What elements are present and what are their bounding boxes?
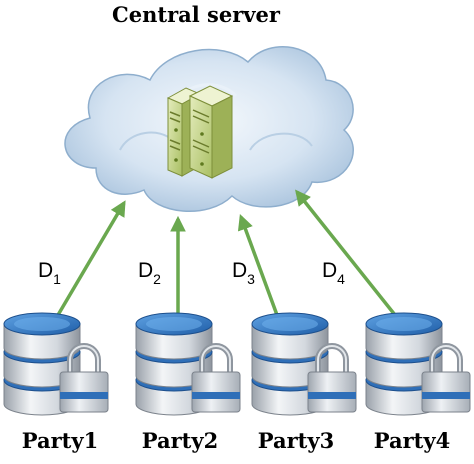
central-server-title: Central server [112, 2, 281, 27]
party-label-1: Party1 [22, 428, 98, 453]
party-label-3: Party3 [258, 428, 334, 453]
link-label-2: D2 [138, 259, 161, 287]
party-label-2: Party2 [142, 428, 218, 453]
server-rack-icon [166, 85, 234, 179]
padlock-icon [59, 343, 109, 413]
link-label-1: D1 [38, 259, 61, 287]
database-icon [365, 312, 443, 416]
arrow-link-1 [56, 200, 126, 316]
party-label-4: Party4 [374, 428, 450, 453]
arrow-link-4 [295, 189, 397, 317]
link-label-3: D3 [232, 259, 255, 287]
padlock-icon [307, 343, 357, 413]
arrow-link-3 [237, 214, 279, 316]
parties-layer [3, 312, 471, 416]
padlock-icon [421, 343, 471, 413]
link-label-4: D4 [322, 259, 345, 287]
padlock-icon [191, 343, 241, 413]
